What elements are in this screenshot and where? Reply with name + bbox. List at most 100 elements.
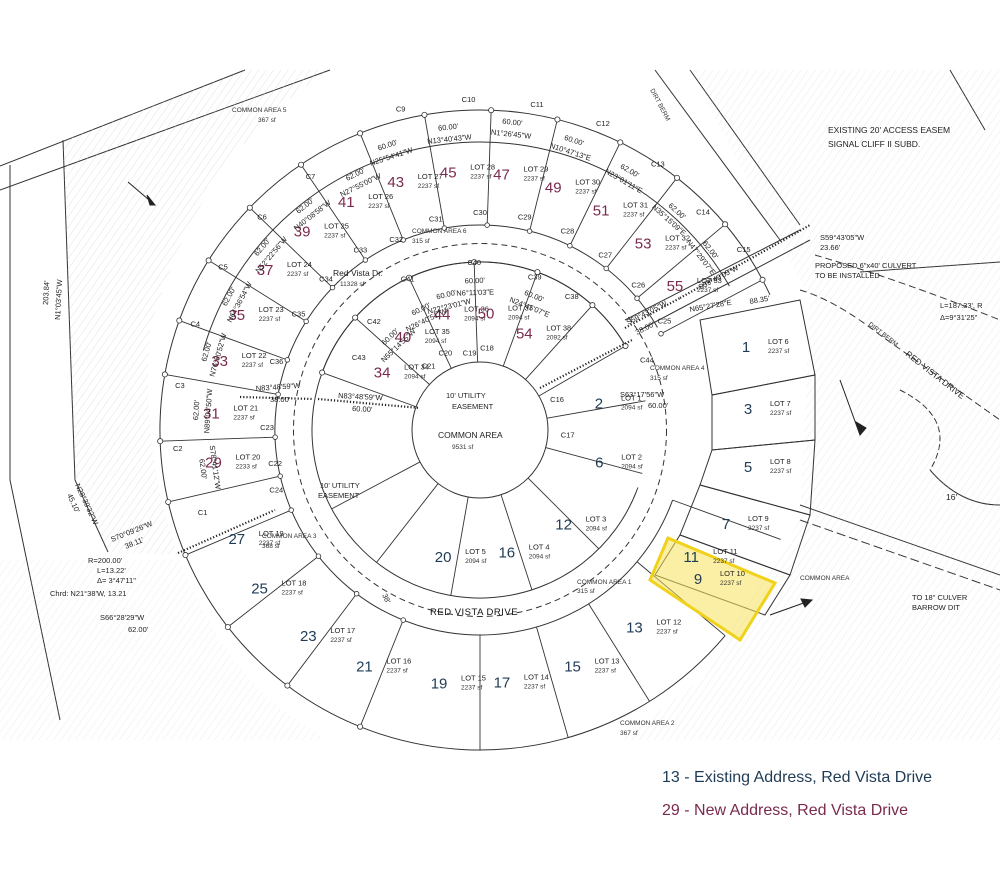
lot-name: LOT 13 bbox=[595, 656, 620, 665]
curve-label-c20: C20 bbox=[438, 349, 452, 358]
bearing-b-n1-d: 60.00' bbox=[502, 117, 524, 128]
lot10-highlight[interactable] bbox=[648, 536, 778, 643]
monument-pin bbox=[567, 243, 573, 249]
address-number: 25 bbox=[251, 580, 268, 597]
south-outer-lot-line bbox=[536, 626, 569, 738]
address-number: 19 bbox=[431, 676, 448, 693]
b-n83-inner: N83°48'59"W bbox=[338, 391, 384, 402]
curve-label-c27: C27 bbox=[598, 251, 612, 260]
monument-pin bbox=[165, 498, 172, 505]
lot-area: 2237 sf bbox=[748, 525, 770, 532]
south-outer-lot-line bbox=[588, 603, 650, 702]
curve-label-c16: C16 bbox=[550, 395, 564, 404]
lot-name: LOT 27 bbox=[418, 172, 443, 181]
lot-name: LOT 1 bbox=[621, 394, 642, 403]
address-number: 31 bbox=[203, 406, 220, 423]
curve-label-c33: C33 bbox=[353, 246, 367, 255]
monument-pin bbox=[484, 222, 490, 228]
lot-area: 2237 sf bbox=[770, 410, 792, 417]
monument-pin bbox=[275, 391, 281, 398]
curve-label-c10: C10 bbox=[462, 95, 476, 104]
center-common-area-sf: 9531 sf bbox=[452, 444, 474, 451]
monument-pin bbox=[161, 371, 168, 378]
center-common-area: COMMON AREA bbox=[438, 430, 503, 440]
note-curve-right-2: Δ=9°31'25" bbox=[940, 313, 978, 322]
road-label-red-vista-dr-sf: 11328 sf bbox=[340, 281, 365, 288]
address-number: 20 bbox=[435, 549, 452, 566]
culvert-line-2 bbox=[639, 239, 811, 331]
curve-chord: Chrd: N21°38'W, 13.21 bbox=[50, 589, 127, 598]
easement-ticks bbox=[177, 224, 811, 555]
road-label-38: 38' bbox=[380, 592, 393, 605]
lot-area: 2237 sf bbox=[259, 540, 281, 547]
address-number: 44 bbox=[434, 307, 451, 324]
b-s66-d: 62.00' bbox=[128, 625, 149, 634]
address-number: 29 bbox=[205, 454, 222, 471]
inner-lot-line bbox=[525, 304, 593, 380]
lot-area: 2237 sf bbox=[233, 415, 255, 422]
monument-pin bbox=[554, 116, 561, 123]
curve-label-c26: C26 bbox=[631, 280, 645, 289]
note-common-area-right: COMMON AREA bbox=[800, 575, 850, 582]
monument-pin bbox=[298, 161, 305, 168]
address-number: 23 bbox=[300, 628, 317, 645]
address-number: 16 bbox=[498, 545, 515, 562]
outer-lot-line bbox=[605, 177, 678, 269]
curve-label-c4: C4 bbox=[190, 319, 200, 328]
legend-existing: 13 - Existing Address, Red Vista Drive bbox=[662, 769, 932, 786]
outer-lot-line bbox=[423, 114, 445, 229]
address-number: 9 bbox=[694, 571, 702, 588]
monument-pin bbox=[674, 174, 681, 181]
curve-label-c14: C14 bbox=[696, 208, 710, 217]
lot-name: LOT 28 bbox=[470, 163, 495, 172]
address-number: 51 bbox=[593, 203, 610, 220]
b-left-edge-d: 203.84' bbox=[41, 280, 51, 305]
outer-lot-line bbox=[179, 320, 288, 361]
east-lots bbox=[654, 299, 816, 616]
monument-pin bbox=[471, 259, 478, 266]
survey-monuments bbox=[157, 107, 766, 730]
common-area-bottom-hatch bbox=[0, 560, 330, 740]
lot-name: LOT 35 bbox=[425, 327, 450, 336]
monument-pin bbox=[617, 139, 624, 146]
address-number: 13 bbox=[626, 620, 643, 637]
